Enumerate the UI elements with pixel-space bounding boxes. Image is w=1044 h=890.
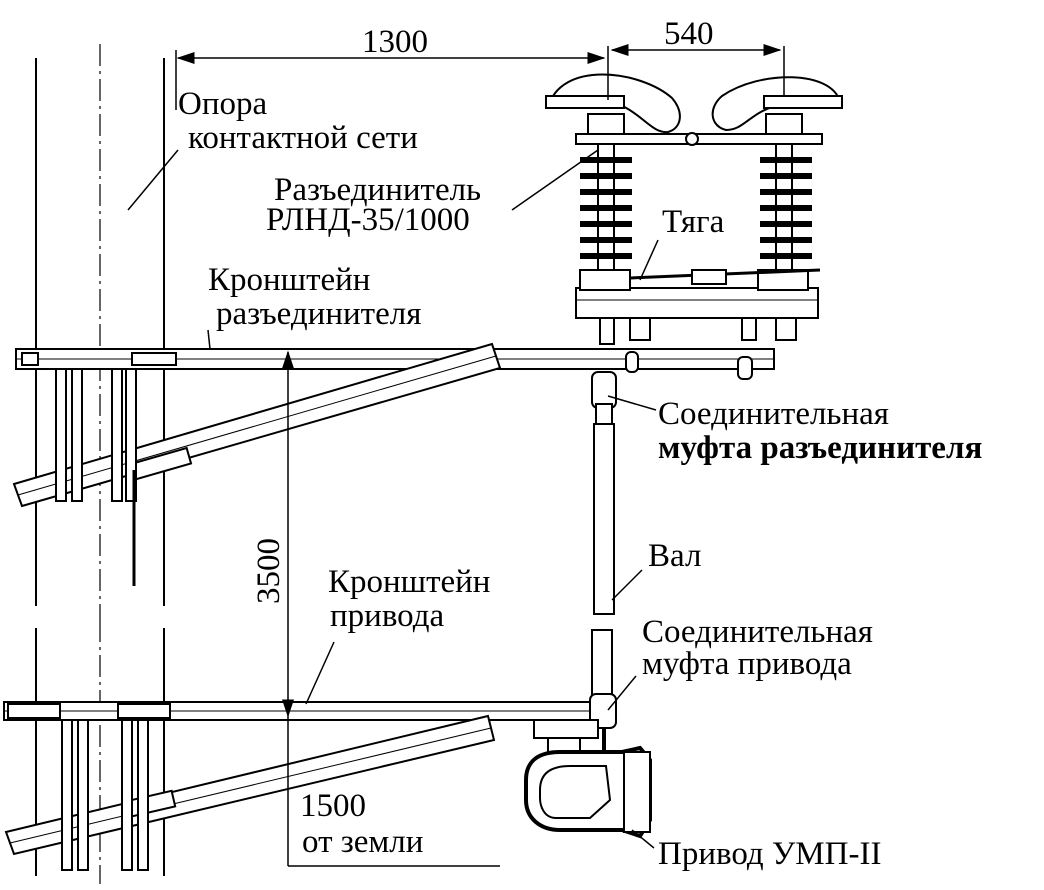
dimension-texts: 1300 540 3500 1500 от земли	[251, 16, 714, 860]
label-pole-1: Опора	[178, 86, 267, 122]
leader-lines	[127, 149, 659, 849]
label-drive-coupling-1: Соединительная	[642, 614, 873, 650]
dimension-lines	[175, 44, 785, 867]
dim-1500: 1500	[300, 788, 366, 824]
dim-1500-note: от земли	[302, 824, 423, 860]
drive-bracket	[3, 701, 597, 871]
pole-upper	[35, 44, 165, 620]
disconnector	[545, 73, 843, 345]
dim-540: 540	[664, 16, 714, 52]
label-disconnector-bracket-2: разъединителя	[216, 296, 421, 332]
label-drive-bracket-2: привода	[330, 598, 445, 634]
label-pole-2: контактной сети	[188, 120, 418, 156]
label-disconnector-bracket-1: Кронштейн	[208, 262, 370, 298]
drive-umpii	[524, 719, 652, 839]
label-drive: Привод УМП-II	[658, 836, 881, 872]
label-rod: Тяга	[662, 204, 725, 240]
dim-3500: 3500	[251, 538, 287, 604]
label-disconnector-coupling-1: Соединительная	[658, 396, 889, 432]
disconnector-bracket	[12, 342, 775, 586]
labels: Опора контактной сети Разъединитель РЛНД…	[178, 86, 982, 872]
label-drive-coupling-2: муфта привода	[642, 646, 852, 682]
shaft	[589, 371, 617, 750]
label-drive-bracket-1: Кронштейн	[328, 564, 490, 600]
label-shaft: Вал	[648, 538, 701, 574]
dim-1300: 1300	[362, 24, 428, 60]
label-disconnector-2: РЛНД-35/1000	[266, 202, 470, 238]
label-disconnector-coupling-2: муфта разъединителя	[658, 430, 982, 466]
label-disconnector-1: Разъединитель	[274, 172, 481, 208]
